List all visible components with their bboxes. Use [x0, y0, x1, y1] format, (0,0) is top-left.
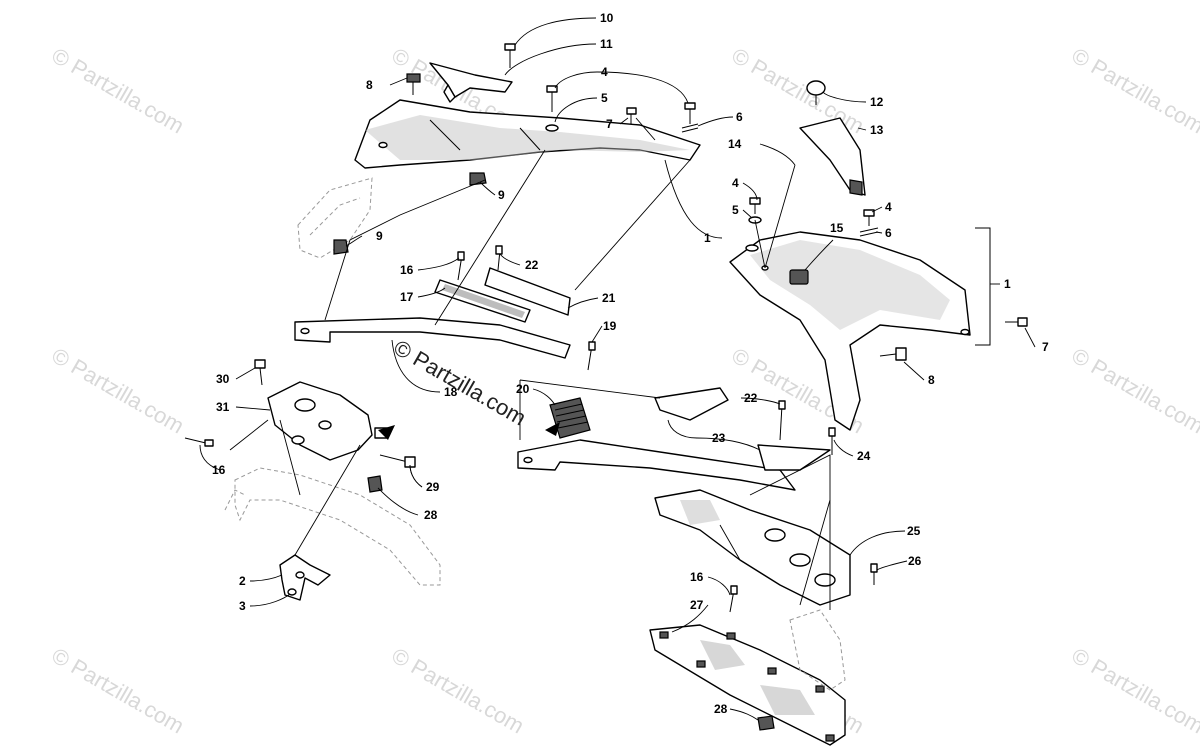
part-16-rivet-right	[729, 585, 738, 613]
callout-8: 8	[366, 78, 373, 92]
callout-21: 21	[602, 291, 616, 305]
part-19-rivet	[587, 341, 596, 371]
part-7-screw-right	[1005, 317, 1028, 327]
part-4-screw-right-2	[859, 209, 879, 237]
watermark: © Partzilla.com	[48, 643, 189, 739]
leader-lines	[199, 17, 1036, 721]
part-11-cap	[429, 62, 513, 103]
callout-9: 9	[376, 229, 383, 243]
part-2-plate	[279, 554, 331, 601]
part-27-skid-plate	[649, 624, 846, 746]
watermark: © Partzilla.com	[1068, 343, 1200, 439]
watermark: © Partzilla.com	[728, 43, 869, 139]
callout-14: 14	[728, 137, 742, 151]
part-9-nut-lower	[333, 239, 349, 255]
callout-18: 18	[444, 385, 458, 399]
part-12-ring	[806, 80, 826, 105]
watermark: © Partzilla.com	[48, 43, 189, 139]
part-4-screw-right	[748, 197, 762, 224]
part-10-bolt	[504, 43, 516, 68]
watermark: © Partzilla.com	[388, 643, 529, 739]
callout-22: 22	[525, 258, 539, 272]
arrow-marker-middle	[545, 422, 560, 436]
callout-4: 4	[601, 65, 608, 79]
part-17-bracket	[434, 279, 531, 323]
callout-24: 24	[857, 449, 871, 463]
part-22-rivet-upper	[495, 245, 503, 271]
callout-7: 7	[1042, 340, 1049, 354]
frame-ghost-lower-right	[789, 609, 846, 691]
watermark: © Partzilla.com	[48, 343, 189, 439]
callout-28: 28	[714, 702, 728, 716]
part-25-plate	[654, 489, 851, 606]
part-31-mount	[267, 381, 388, 461]
callout-25: 25	[907, 524, 921, 538]
callout-30: 30	[216, 372, 230, 386]
rail-left	[294, 317, 571, 359]
frame-ghost-lower-left	[224, 467, 441, 586]
callout-11: 11	[600, 37, 613, 51]
part-4-screw-top	[545, 85, 559, 132]
callout-15: 15	[830, 221, 844, 235]
watermark: © Partzilla.com	[1068, 643, 1200, 739]
callout-4: 4	[885, 200, 892, 214]
callout-8: 8	[928, 373, 935, 387]
assembly-bracket-1	[975, 227, 991, 346]
callout-20: 20	[516, 382, 530, 396]
callout-1: 1	[1004, 277, 1011, 291]
callout-16: 16	[212, 463, 226, 477]
callout-31: 31	[216, 400, 230, 414]
callout-10: 10	[600, 11, 614, 25]
callout-19: 19	[603, 319, 617, 333]
callout-29: 29	[426, 480, 440, 494]
callout-22: 22	[744, 391, 758, 405]
part-13-cap	[799, 117, 866, 196]
callout-27: 27	[690, 598, 704, 612]
part-21-bracket	[484, 267, 571, 316]
callout-6: 6	[736, 110, 743, 124]
callout-labels: 10 11 8 4 5 7 6 12 13 14 4 5 4 6 15 1 1 …	[212, 11, 1049, 716]
callout-16: 16	[400, 263, 414, 277]
callout-26: 26	[908, 554, 922, 568]
part-23-bracket	[654, 387, 729, 421]
part-16-rivet-upper	[457, 251, 465, 281]
frame-ghost-upper	[297, 177, 373, 259]
part-8-screw	[406, 73, 421, 95]
console-cover-left	[354, 99, 701, 169]
part-30-screw	[254, 359, 266, 386]
callout-9: 9	[498, 188, 505, 202]
callout-6: 6	[885, 226, 892, 240]
watermark: © Partzilla.com	[1068, 43, 1200, 139]
callout-1: 1	[704, 231, 711, 245]
console-cover-right	[729, 231, 971, 431]
callout-28: 28	[424, 508, 438, 522]
rail-right	[517, 439, 796, 491]
callout-13: 13	[870, 123, 884, 137]
part-24-rivet	[828, 427, 836, 455]
part-9-nut-upper	[469, 172, 487, 186]
part-26-rivet	[870, 563, 878, 585]
callout-16: 16	[690, 570, 704, 584]
part-7-screw-top	[626, 107, 637, 124]
arrow-marker-left	[378, 425, 395, 440]
callout-7: 7	[606, 117, 613, 131]
part-16-rivet-left	[184, 437, 214, 447]
part-8-screw-right	[879, 347, 907, 361]
callout-3: 3	[239, 599, 246, 613]
callout-5: 5	[601, 91, 608, 105]
callout-12: 12	[870, 95, 884, 109]
arrow-markers	[378, 422, 560, 440]
callout-4: 4	[732, 176, 739, 190]
callout-2: 2	[239, 574, 246, 588]
callout-23: 23	[712, 431, 726, 445]
part-4-screw-top-right	[681, 102, 699, 133]
callout-5: 5	[732, 203, 739, 217]
callout-17: 17	[400, 290, 414, 304]
part-28-clip-lower	[757, 715, 775, 731]
